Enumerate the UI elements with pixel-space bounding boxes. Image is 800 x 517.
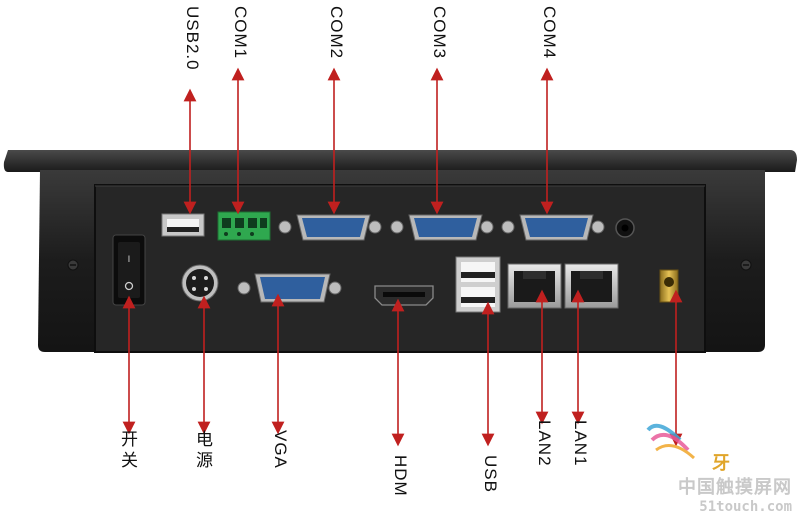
arrows-top [183,67,554,215]
label-usb: USB [481,455,500,493]
com1-terminal-block[interactable] [217,211,271,241]
label-switch: 开关 [117,430,137,472]
label-hdmi: HDM [391,455,410,497]
label-power: 电源 [192,430,212,472]
com2-db9-port[interactable] [278,214,382,241]
watermark-site-name: 中国触摸屏网 [678,477,792,498]
label-usb20: USB2.0 [183,6,202,71]
lan2-rj45-port[interactable] [507,263,562,309]
label-lan1: LAN1 [571,420,590,467]
watermark-logo-graphic [646,423,696,460]
label-com4: COM4 [540,6,559,60]
watermark-url: 51touch.com [699,499,792,515]
power-din-port[interactable] [181,264,219,302]
label-com3: COM3 [430,6,449,60]
power-switch[interactable]: I [112,234,146,306]
com3-db9-port[interactable] [390,214,494,241]
label-com2: COM2 [327,6,346,60]
usb-dual-port[interactable] [455,256,501,313]
label-vga: VGA [271,430,290,469]
label-com1: COM1 [231,6,250,60]
watermark-brand-glyph: 牙 [712,453,730,474]
label-lan2: LAN2 [535,420,554,467]
arrows-bottom [122,289,683,447]
watermark: 牙 中国触摸屏网 51touch.com [678,449,792,515]
svg-text:I: I [128,255,131,265]
audio-jack[interactable] [615,218,635,238]
com4-db9-port[interactable] [501,214,605,241]
hdmi-port[interactable] [374,285,434,306]
usb20-port[interactable] [161,213,205,237]
lan1-rj45-port[interactable] [564,263,619,309]
